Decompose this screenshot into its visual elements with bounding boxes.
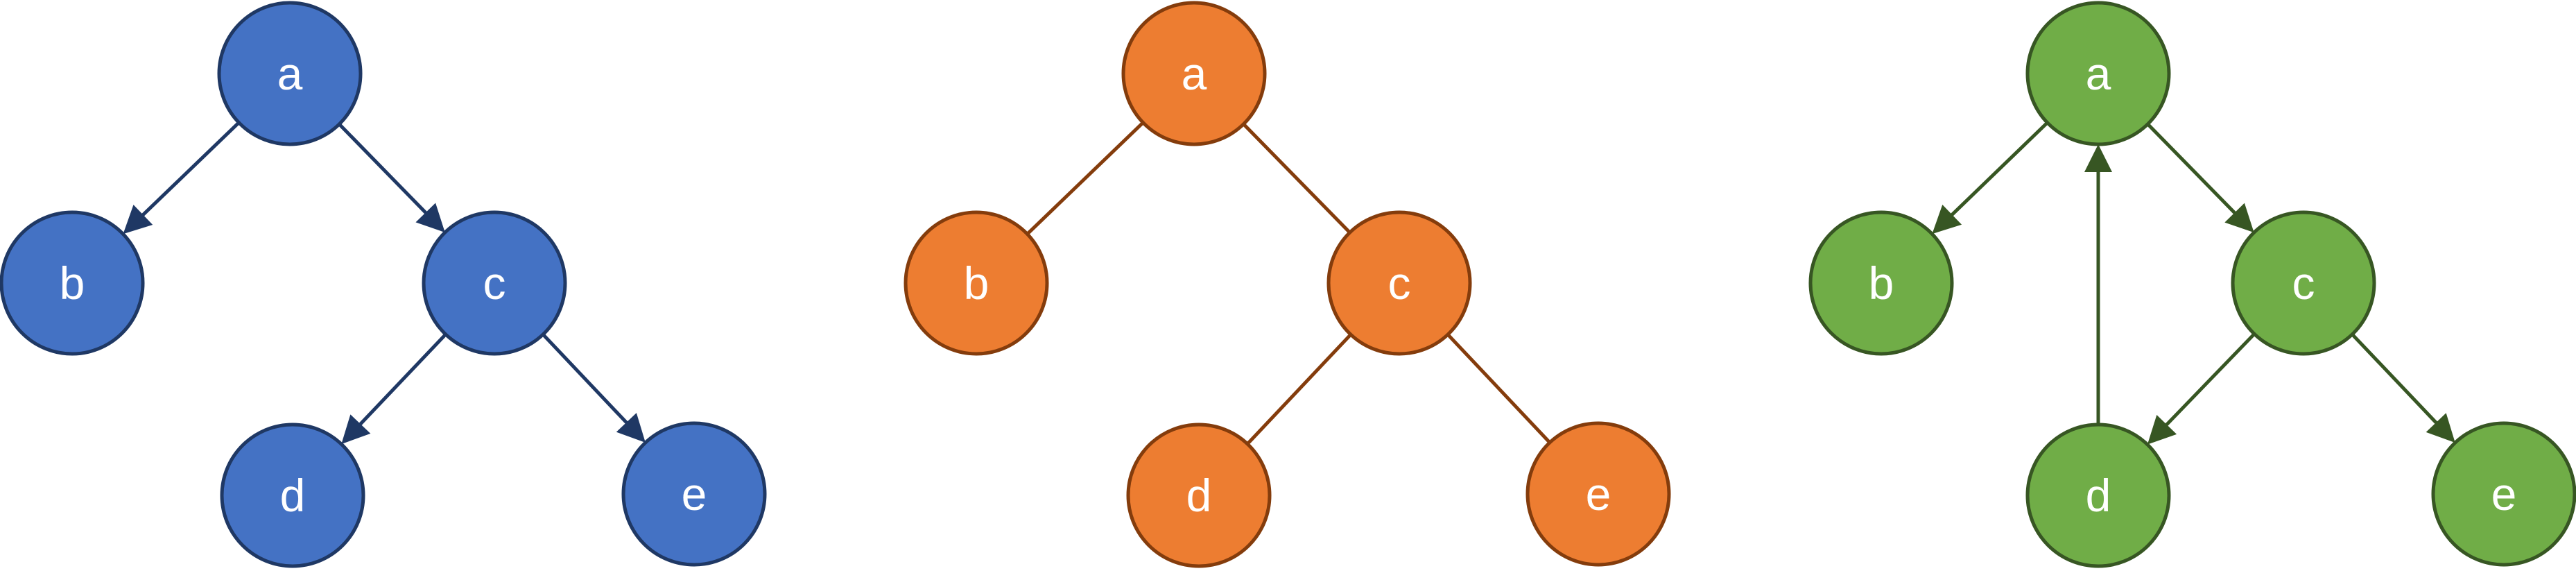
arrowhead-a-c [415,203,445,233]
node-b: b [904,210,1049,356]
node-label-c: c [483,257,506,309]
node-label-d: d [280,470,306,521]
node-a: a [1121,1,1267,146]
node-a: a [2025,1,2171,146]
arrowhead-a-c [2224,203,2254,233]
node-label-b: b [964,257,989,309]
node-label-e: e [1586,468,1611,520]
node-circle-b [0,210,145,356]
node-e: e [621,421,767,567]
edge-a-b [139,121,241,219]
edge-c-d [357,333,447,427]
node-c: c [422,210,567,356]
edge-a-c [338,123,429,216]
edge-a-c [1242,123,1351,234]
node-circle-d [2025,423,2171,568]
node-circle-a [1121,1,1267,146]
node-label-b: b [1869,257,1894,309]
edge-a-c [2146,123,2238,216]
edge-c-d [1246,333,1352,445]
node-d: d [1126,423,1272,568]
node-c: c [2231,210,2376,356]
edge-c-e [542,333,630,426]
arrowhead-c-e [2426,413,2455,443]
node-label-b: b [60,257,85,309]
node-circle-e [1525,421,1671,567]
node-d: d [2025,423,2171,568]
node-circle-d [220,423,365,568]
node-a: a [217,1,363,146]
node-d: d [220,423,365,568]
node-label-c: c [1388,257,1411,309]
node-circle-b [904,210,1049,356]
arrowhead-c-d [341,414,371,445]
graph-undirected-tree: a b c d e [904,1,1671,568]
node-circle-d [1126,423,1272,568]
node-e: e [2431,421,2576,567]
graph-directed-with-back-edge: a b c d e [1808,1,2576,568]
node-label-c: c [2292,257,2315,309]
arrowhead-c-e [616,413,646,443]
node-circle-e [621,421,767,567]
node-label-e: e [2491,468,2517,520]
node-label-d: d [1186,470,1212,521]
node-circle-a [217,1,363,146]
node-b: b [0,210,145,356]
arrowhead-c-d [2147,415,2177,445]
edge-c-d [2163,332,2256,428]
node-b: b [1808,210,1954,356]
edge-c-e [2351,333,2439,426]
node-circle-e [2431,421,2576,567]
node-circle-c [422,210,567,356]
edge-a-b [1026,121,1145,236]
node-circle-c [2231,210,2376,356]
node-label-a: a [2086,48,2111,99]
node-e: e [1525,421,1671,567]
node-label-a: a [1182,48,1207,99]
node-label-e: e [682,468,707,520]
node-label-d: d [2086,470,2111,521]
node-label-a: a [277,48,303,99]
edge-c-e [1446,333,1551,444]
node-c: c [1326,210,1472,356]
node-circle-a [2025,1,2171,146]
node-circle-c [1326,210,1472,356]
arrowhead-a-b [123,205,153,235]
arrowhead-d-a [2084,144,2112,172]
node-circle-b [1808,210,1954,356]
graph-directed-tree: a b c d e [0,1,767,568]
edge-a-b [1948,121,2049,218]
arrowhead-a-b [1932,205,1962,235]
